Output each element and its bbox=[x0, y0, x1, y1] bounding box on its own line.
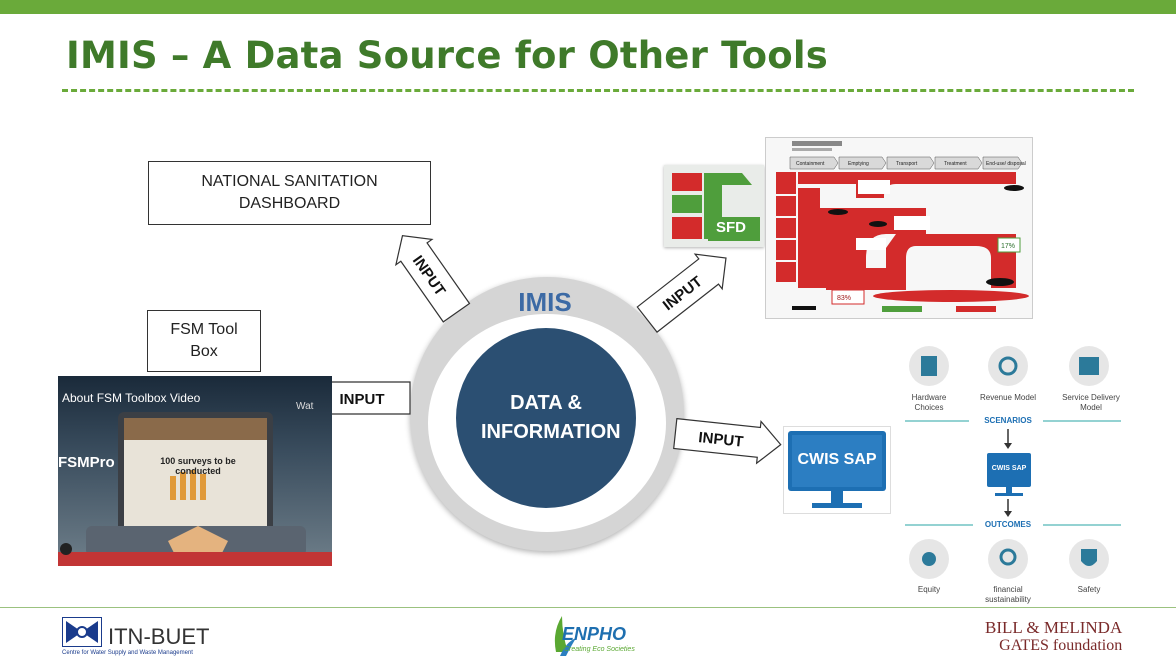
itn-buet-logo-icon bbox=[62, 617, 102, 647]
cwis-monitor-text: CWIS SAP bbox=[797, 451, 877, 468]
sfd-stage-2: Transport bbox=[896, 161, 918, 167]
sfd-stage-3: Treatment bbox=[944, 161, 967, 167]
data-information-label: DATA & INFORMATION bbox=[481, 392, 621, 443]
sfd-stage-0: Containment bbox=[796, 161, 825, 167]
sfd-stage-4: End-use/ disposal bbox=[986, 161, 1026, 167]
sfd-percent-bottom: 83% bbox=[837, 295, 851, 302]
cwis-bottom-item-0: Equity bbox=[917, 585, 941, 594]
cwis-top-item-2: Service Delivery Model bbox=[1062, 393, 1120, 412]
itn-buet-name: ITN-BUET bbox=[108, 624, 210, 649]
input-label-cwis: INPUT bbox=[698, 429, 745, 451]
national-dashboard-box: NATIONAL SANITATION DASHBOARD bbox=[148, 161, 431, 225]
imis-label: IMIS bbox=[518, 287, 572, 317]
national-dashboard-label: NATIONAL SANITATION DASHBOARD bbox=[201, 173, 378, 212]
cwis-top-item-0: Hardware Choices bbox=[911, 393, 947, 412]
enpho-name: ENPHO bbox=[562, 624, 627, 644]
top-accent-bar bbox=[0, 0, 1176, 14]
video-title: About FSM Toolbox Video bbox=[62, 391, 201, 405]
cwis-top-item-1: Revenue Model bbox=[979, 393, 1037, 402]
footer-divider bbox=[0, 607, 1176, 608]
enpho-tagline: Creating Eco Societies bbox=[564, 646, 635, 653]
sfd-diagram: Containment Emptying Transport Treatment… bbox=[765, 137, 1033, 319]
input-arrow-sfd: INPUT bbox=[636, 253, 727, 334]
sfd-percent-right: 17% bbox=[1001, 243, 1015, 250]
cwis-sap-monitor: CWIS SAP bbox=[783, 426, 891, 514]
fsm-toolbox-label: FSM Tool Box bbox=[170, 321, 238, 360]
cwis-framework-monitor-text: CWIS SAP bbox=[991, 465, 1027, 472]
video-watch-later: Wat bbox=[296, 401, 314, 412]
input-arrow-dashboard: INPUT bbox=[394, 235, 471, 323]
play-button[interactable] bbox=[58, 536, 70, 548]
cwis-outcomes-label: OUTCOMES bbox=[984, 520, 1032, 529]
cwis-scenarios-label: SCENARIOS bbox=[984, 416, 1032, 425]
cwis-bottom-item-1: financial sustainability bbox=[985, 585, 1031, 604]
sfd-stage-1: Emptying bbox=[848, 161, 869, 167]
sfd-logo: SFD bbox=[664, 165, 764, 247]
fsm-toolbox-video[interactable]: About FSM Toolbox Video Wat FSMPro 100 s… bbox=[58, 376, 332, 566]
input-arrow-cwis: INPUT bbox=[673, 417, 782, 465]
gates-foundation-logo: BILL & MELINDA GATES foundation bbox=[985, 619, 1122, 655]
cwis-bottom-item-2: Safety bbox=[1077, 585, 1101, 594]
itn-buet-subtitle: Centre for Water Supply and Waste Manage… bbox=[62, 650, 193, 656]
slide-title: IMIS – A Data Source for Other Tools bbox=[66, 34, 828, 77]
video-brand: FSMPro bbox=[58, 454, 115, 471]
title-divider bbox=[62, 89, 1134, 92]
fsm-toolbox-box: FSM Tool Box bbox=[147, 310, 261, 372]
gates-line-2: GATES foundation bbox=[999, 637, 1123, 654]
sfd-logo-text: SFD bbox=[716, 219, 746, 236]
data-information-circle: DATA & INFORMATION bbox=[453, 325, 639, 511]
gates-line-1: BILL & MELINDA bbox=[985, 618, 1123, 637]
input-label-toolbox: INPUT bbox=[340, 391, 385, 408]
cwis-framework: Hardware Choices Revenue Model Service D… bbox=[891, 341, 1137, 609]
video-screen-text: 100 surveys to be conducted bbox=[160, 456, 236, 476]
